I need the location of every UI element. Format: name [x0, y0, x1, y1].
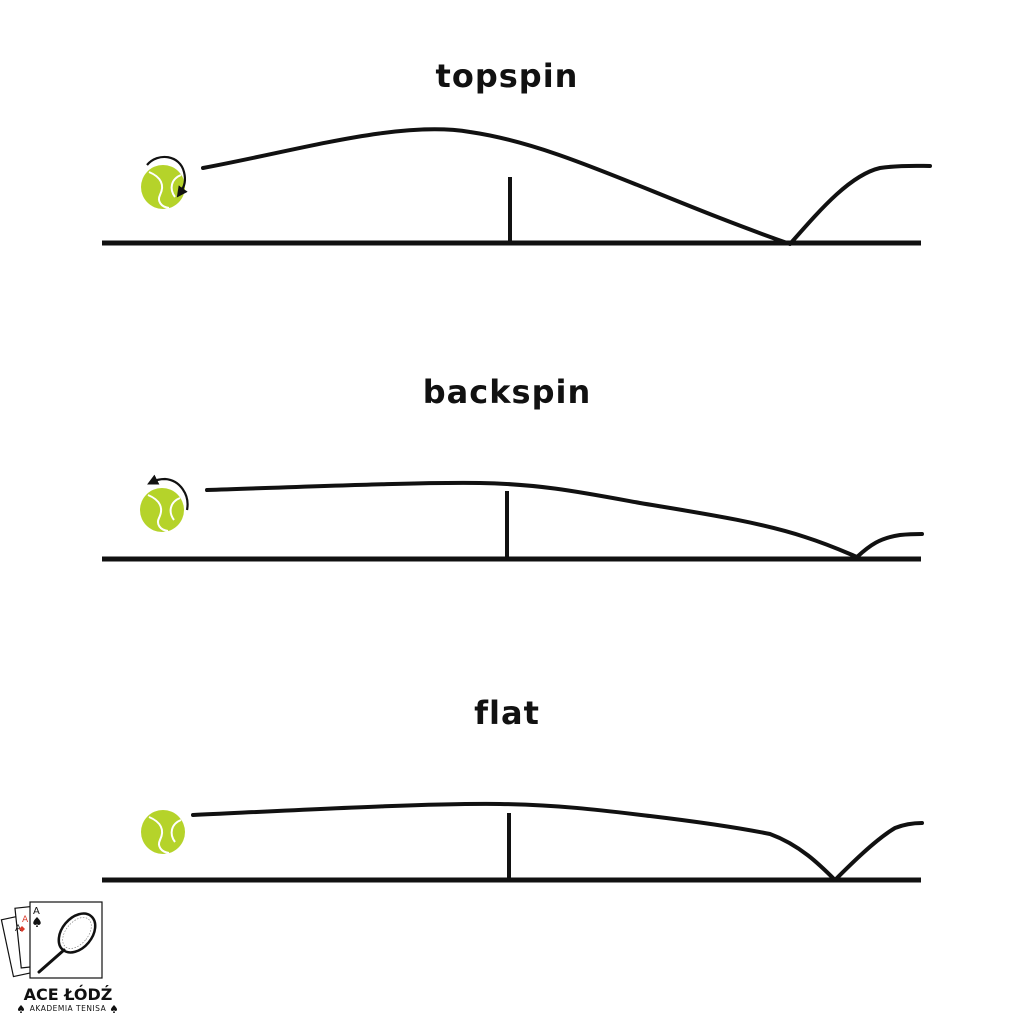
tennis-ball-icon	[139, 487, 185, 533]
ball-trajectory	[201, 127, 932, 246]
spade-icon	[17, 1005, 118, 1013]
panel-title-topspin: topspin	[435, 57, 579, 95]
panel-backspin	[102, 474, 924, 562]
panel-title-flat: flat	[474, 694, 540, 732]
ball-trajectory	[191, 801, 924, 882]
logo-subtitle: AKADEMIA TENISA	[29, 1004, 107, 1013]
spin-arrow-clockwise-icon	[146, 155, 188, 198]
tennis-ball-icon	[140, 164, 186, 210]
ball-trajectory	[205, 480, 924, 559]
panel-flat	[102, 801, 924, 883]
panel-topspin	[102, 127, 932, 246]
spin-arrow-counter-clockwise-icon	[147, 474, 189, 511]
logo: A A A	[0, 901, 118, 1013]
playing-cards-icon: A A A	[0, 901, 103, 979]
svg-text:A: A	[22, 915, 29, 925]
svg-text:A: A	[33, 906, 40, 917]
logo-name: ACE ŁÓDŹ	[23, 985, 113, 1004]
tennis-ball-icon	[140, 809, 186, 855]
svg-text:A: A	[15, 924, 22, 934]
panel-title-backspin: backspin	[422, 373, 592, 411]
tennis-racket-icon	[37, 912, 97, 974]
